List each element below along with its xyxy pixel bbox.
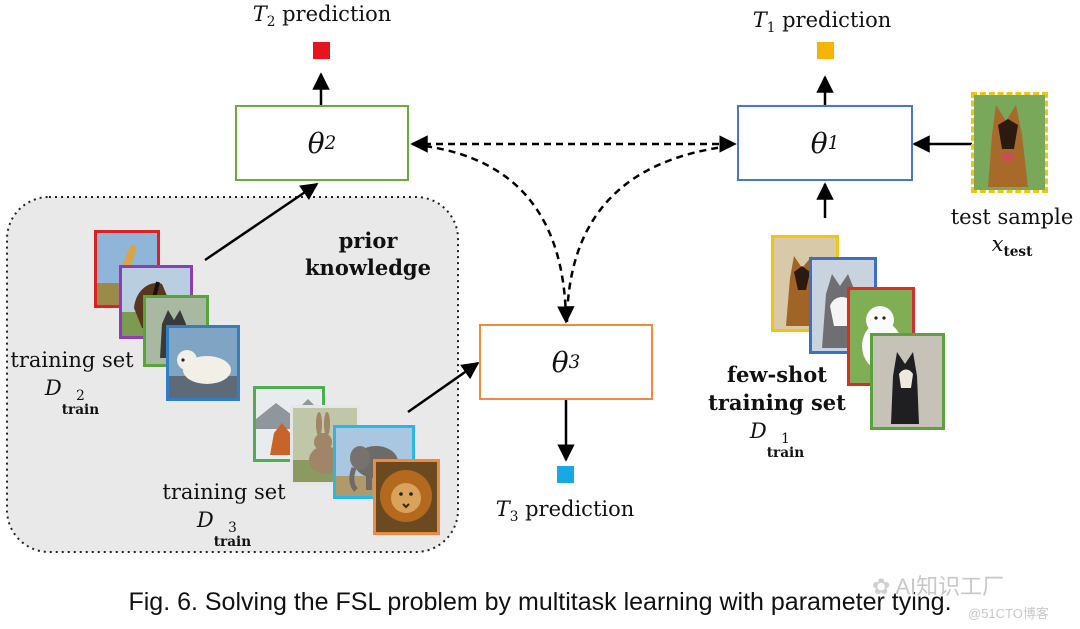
test-var: x [991,232,1004,256]
watermark-brand-text: AI知识工厂 [895,574,1005,599]
arrow-train3-to-theta3 [407,361,480,414]
prior-line1: prior [338,228,398,253]
train1-sub: train [766,445,805,462]
theta2-symbol: θ [307,126,325,160]
dashed-link-theta1-theta3 [565,144,731,323]
train1-sup: 1 [781,430,790,447]
train1-var: D [749,419,767,443]
test-sub: test [1003,243,1033,260]
prior-knowledge-label: prior knowledge [305,227,431,281]
t3-prediction-label: T3 prediction [496,497,635,525]
train1-line2: training set [708,390,846,415]
train3-sub: train [213,534,252,551]
t1-var: T [752,8,767,32]
theta1-sub: 1 [827,132,840,154]
black-shiba-photo [870,333,945,430]
theta3-sub: 3 [568,351,581,373]
train1-line1: few-shot [727,362,827,387]
t2-prediction-label: T2 prediction [253,2,392,30]
arrow-train2-to-theta2 [204,182,319,262]
t2-prediction-marker [313,42,330,59]
train2-text: training set [10,348,134,372]
watermark-brand: ✿ AI知识工厂 [872,569,1004,601]
figure-caption: Fig. 6. Solving the FSL problem by multi… [128,588,952,616]
train3-sup: 3 [228,519,237,536]
theta1-symbol: θ [810,126,828,160]
t3-var: T [495,497,510,521]
t2-text: prediction [282,2,392,26]
t3-sub: 3 [509,508,519,525]
t3-text: prediction [525,497,635,521]
train2-sup: 2 [76,387,85,404]
train3-text: training set [162,480,286,504]
t1-prediction-label: T1 prediction [753,8,892,36]
test-text: test sample [950,205,1074,229]
test-sample-label: test sample xtest [951,204,1074,266]
t1-prediction-marker [817,42,834,59]
watermark-site: @51CTO博客 [968,606,1049,621]
t1-text: prediction [782,8,892,32]
prior-line2: knowledge [305,255,431,280]
polar-bear-photo [166,325,240,401]
t1-sub: 1 [766,19,776,36]
t3-prediction-marker [557,466,574,483]
train2-var: D [44,376,62,400]
t2-sub: 2 [266,13,276,30]
train3-var: D [196,508,214,532]
train2-sub: train [61,402,100,419]
theta2-sub: 2 [324,132,337,154]
german-shepherd-test-photo [971,92,1048,193]
t2-var: T [252,2,267,26]
theta3-symbol: θ [551,345,569,379]
lion-photo [373,459,440,535]
wechat-icon: ✿ [872,574,891,599]
dashed-link-theta2-theta3 [424,144,575,324]
